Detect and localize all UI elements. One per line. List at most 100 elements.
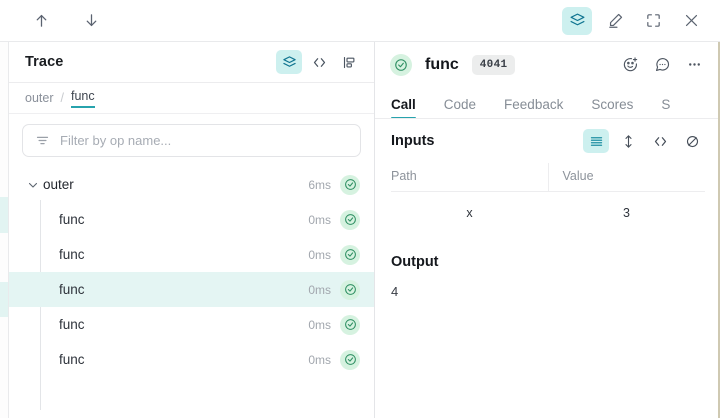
trace-panel-header: Trace [9,42,374,83]
tab-scores[interactable]: Scores [591,97,634,112]
right-edge-border [718,42,720,418]
tab-feedback[interactable]: Feedback [504,97,564,112]
tree-node-func[interactable]: func 0ms [9,307,374,342]
status-badge [340,314,360,335]
more-options-button[interactable] [683,54,705,76]
tree-node-label: func [59,317,85,332]
status-badge [340,279,360,300]
table-row[interactable]: x 3 [391,192,705,220]
status-badge [340,209,360,230]
tree-node-func-selected[interactable]: func 0ms [9,272,374,307]
output-title: Output [391,254,439,270]
up-arrow-icon [36,14,46,27]
trace-tree: outer 6ms func 0ms func [9,165,374,418]
main-body: Trace outer / func [0,42,720,418]
trace-tree-view-button[interactable] [276,50,302,74]
trace-flamegraph-view-button[interactable] [336,50,362,74]
status-badge [340,174,360,195]
check-circle-icon [344,284,356,295]
peek-highlight-band [0,197,8,233]
check-circle-icon [395,58,407,71]
tree-node-outer[interactable]: outer 6ms [9,167,374,202]
tab-summary[interactable]: S [661,97,671,112]
call-tabs: Call Code Feedback Scores S [375,87,719,119]
more-options-icon [688,63,700,66]
trace-view-tools [276,50,362,74]
hide-button[interactable] [679,129,705,153]
trace-tree-toggle-button[interactable] [562,6,592,35]
cell-value: 3 [623,206,630,220]
tab-call[interactable]: Call [391,97,416,118]
tree-node-duration: 0ms [308,247,331,262]
tree-node-func[interactable]: func 0ms [9,202,374,237]
next-arrow-button[interactable] [76,7,106,35]
column-header-path[interactable]: Path [391,163,548,192]
call-id-badge[interactable]: 4041 [471,54,516,75]
pencil-icon [608,13,622,28]
trace-code-view-button[interactable] [306,50,332,74]
call-header-actions [619,54,705,76]
filter-box[interactable] [22,124,361,157]
check-circle-icon [344,319,356,330]
code-view-icon [654,136,666,146]
breadcrumb-current[interactable]: func [70,89,95,108]
peek-highlight-band [0,282,8,317]
breadcrumb: outer / func [9,83,374,114]
tree-node-duration: 0ms [308,352,331,367]
down-arrow-icon [86,14,96,27]
tree-node-duration: 0ms [308,282,331,297]
inputs-table-head: Path Value [391,163,705,192]
add-reaction-button[interactable] [619,54,641,76]
check-circle-icon [344,354,356,365]
expand-rows-button[interactable] [615,129,641,153]
check-circle-icon [344,214,356,225]
fullscreen-icon [646,14,660,27]
tab-code[interactable]: Code [443,97,477,112]
code-view-button[interactable] [647,129,673,153]
status-badge [340,349,360,370]
output-value: 4 [391,284,399,299]
call-detail-panel: func 4041 Call Code F [375,42,720,418]
comment-icon [655,58,669,72]
status-badge [340,244,360,265]
call-header: func 4041 [375,42,719,87]
column-header-value[interactable]: Value [547,163,705,192]
check-circle-icon [344,179,356,190]
tree-node-label: func [59,352,85,367]
close-icon [685,14,697,27]
annotate-button[interactable] [600,7,630,35]
tree-node-label: func [59,247,85,262]
tree-node-func[interactable]: func 0ms [9,342,374,377]
hide-icon [686,135,698,147]
comment-button[interactable] [651,54,673,76]
close-button[interactable] [676,7,706,35]
tree-node-func[interactable]: func 0ms [9,237,374,272]
fullscreen-button[interactable] [638,7,668,35]
inputs-view-tools [583,129,705,153]
list-view-button[interactable] [583,129,609,153]
cell-path: x [466,206,473,220]
inputs-table: Path Value x 3 [391,163,705,220]
flamegraph-icon [343,56,354,68]
chevron-down-icon[interactable] [23,179,43,191]
breadcrumb-parent[interactable]: outer [25,90,54,105]
previous-arrow-button[interactable] [26,7,56,35]
filter-icon [36,136,49,145]
inputs-table-body: x 3 [391,192,705,220]
filter-input[interactable] [60,133,348,148]
inputs-title: Inputs [391,133,435,149]
tree-node-label: func [59,212,85,227]
top-toolbar [0,0,720,42]
trace-panel: Trace outer / func [9,42,375,418]
layers-icon [570,13,584,26]
call-status-badge [390,53,412,76]
expand-rows-icon [624,134,632,148]
call-title: func [425,55,459,73]
add-reaction-icon [623,57,637,72]
check-circle-icon [344,249,356,260]
trace-panel-title: Trace [25,54,64,70]
table-header-row: Path Value [391,163,705,192]
nav-arrows [26,7,106,35]
call-body: Inputs [375,119,719,418]
